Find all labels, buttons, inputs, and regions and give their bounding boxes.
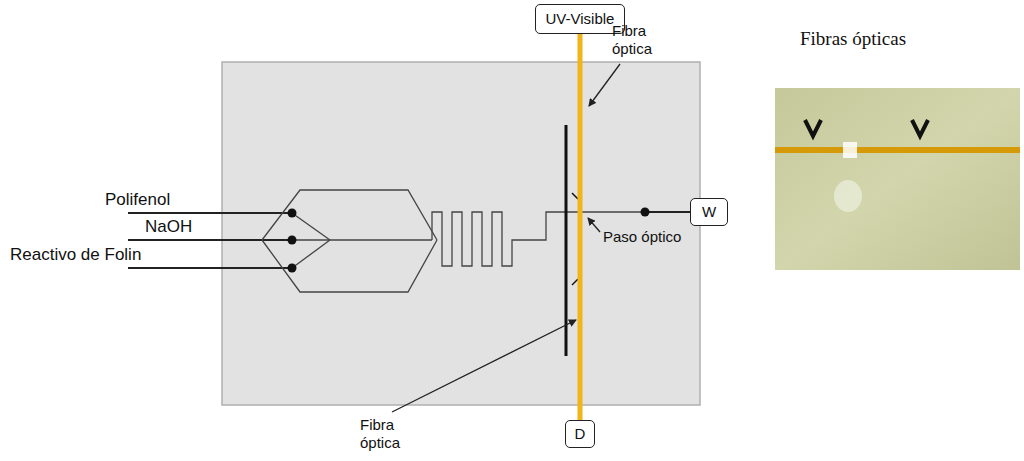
instrument-box: UV-Visible <box>535 4 625 34</box>
reagent-label: NaOH <box>145 217 192 237</box>
fiber-label: Fibra óptica <box>360 416 420 452</box>
reagent-label: Reactivo de Folin <box>10 245 141 265</box>
waste-box: W <box>690 198 728 226</box>
photo-caption: Fibras ópticas <box>800 28 906 51</box>
fiber-label: Fibra óptica <box>612 22 672 58</box>
reagent-label: Polifenol <box>105 190 170 210</box>
node-text: UV-Visible <box>546 10 615 28</box>
detector-box: D <box>565 420 595 448</box>
optical-path-label: Paso óptico <box>603 228 681 246</box>
node-text: D <box>575 425 586 443</box>
optical-fiber <box>578 34 583 420</box>
node-text: W <box>702 203 716 221</box>
